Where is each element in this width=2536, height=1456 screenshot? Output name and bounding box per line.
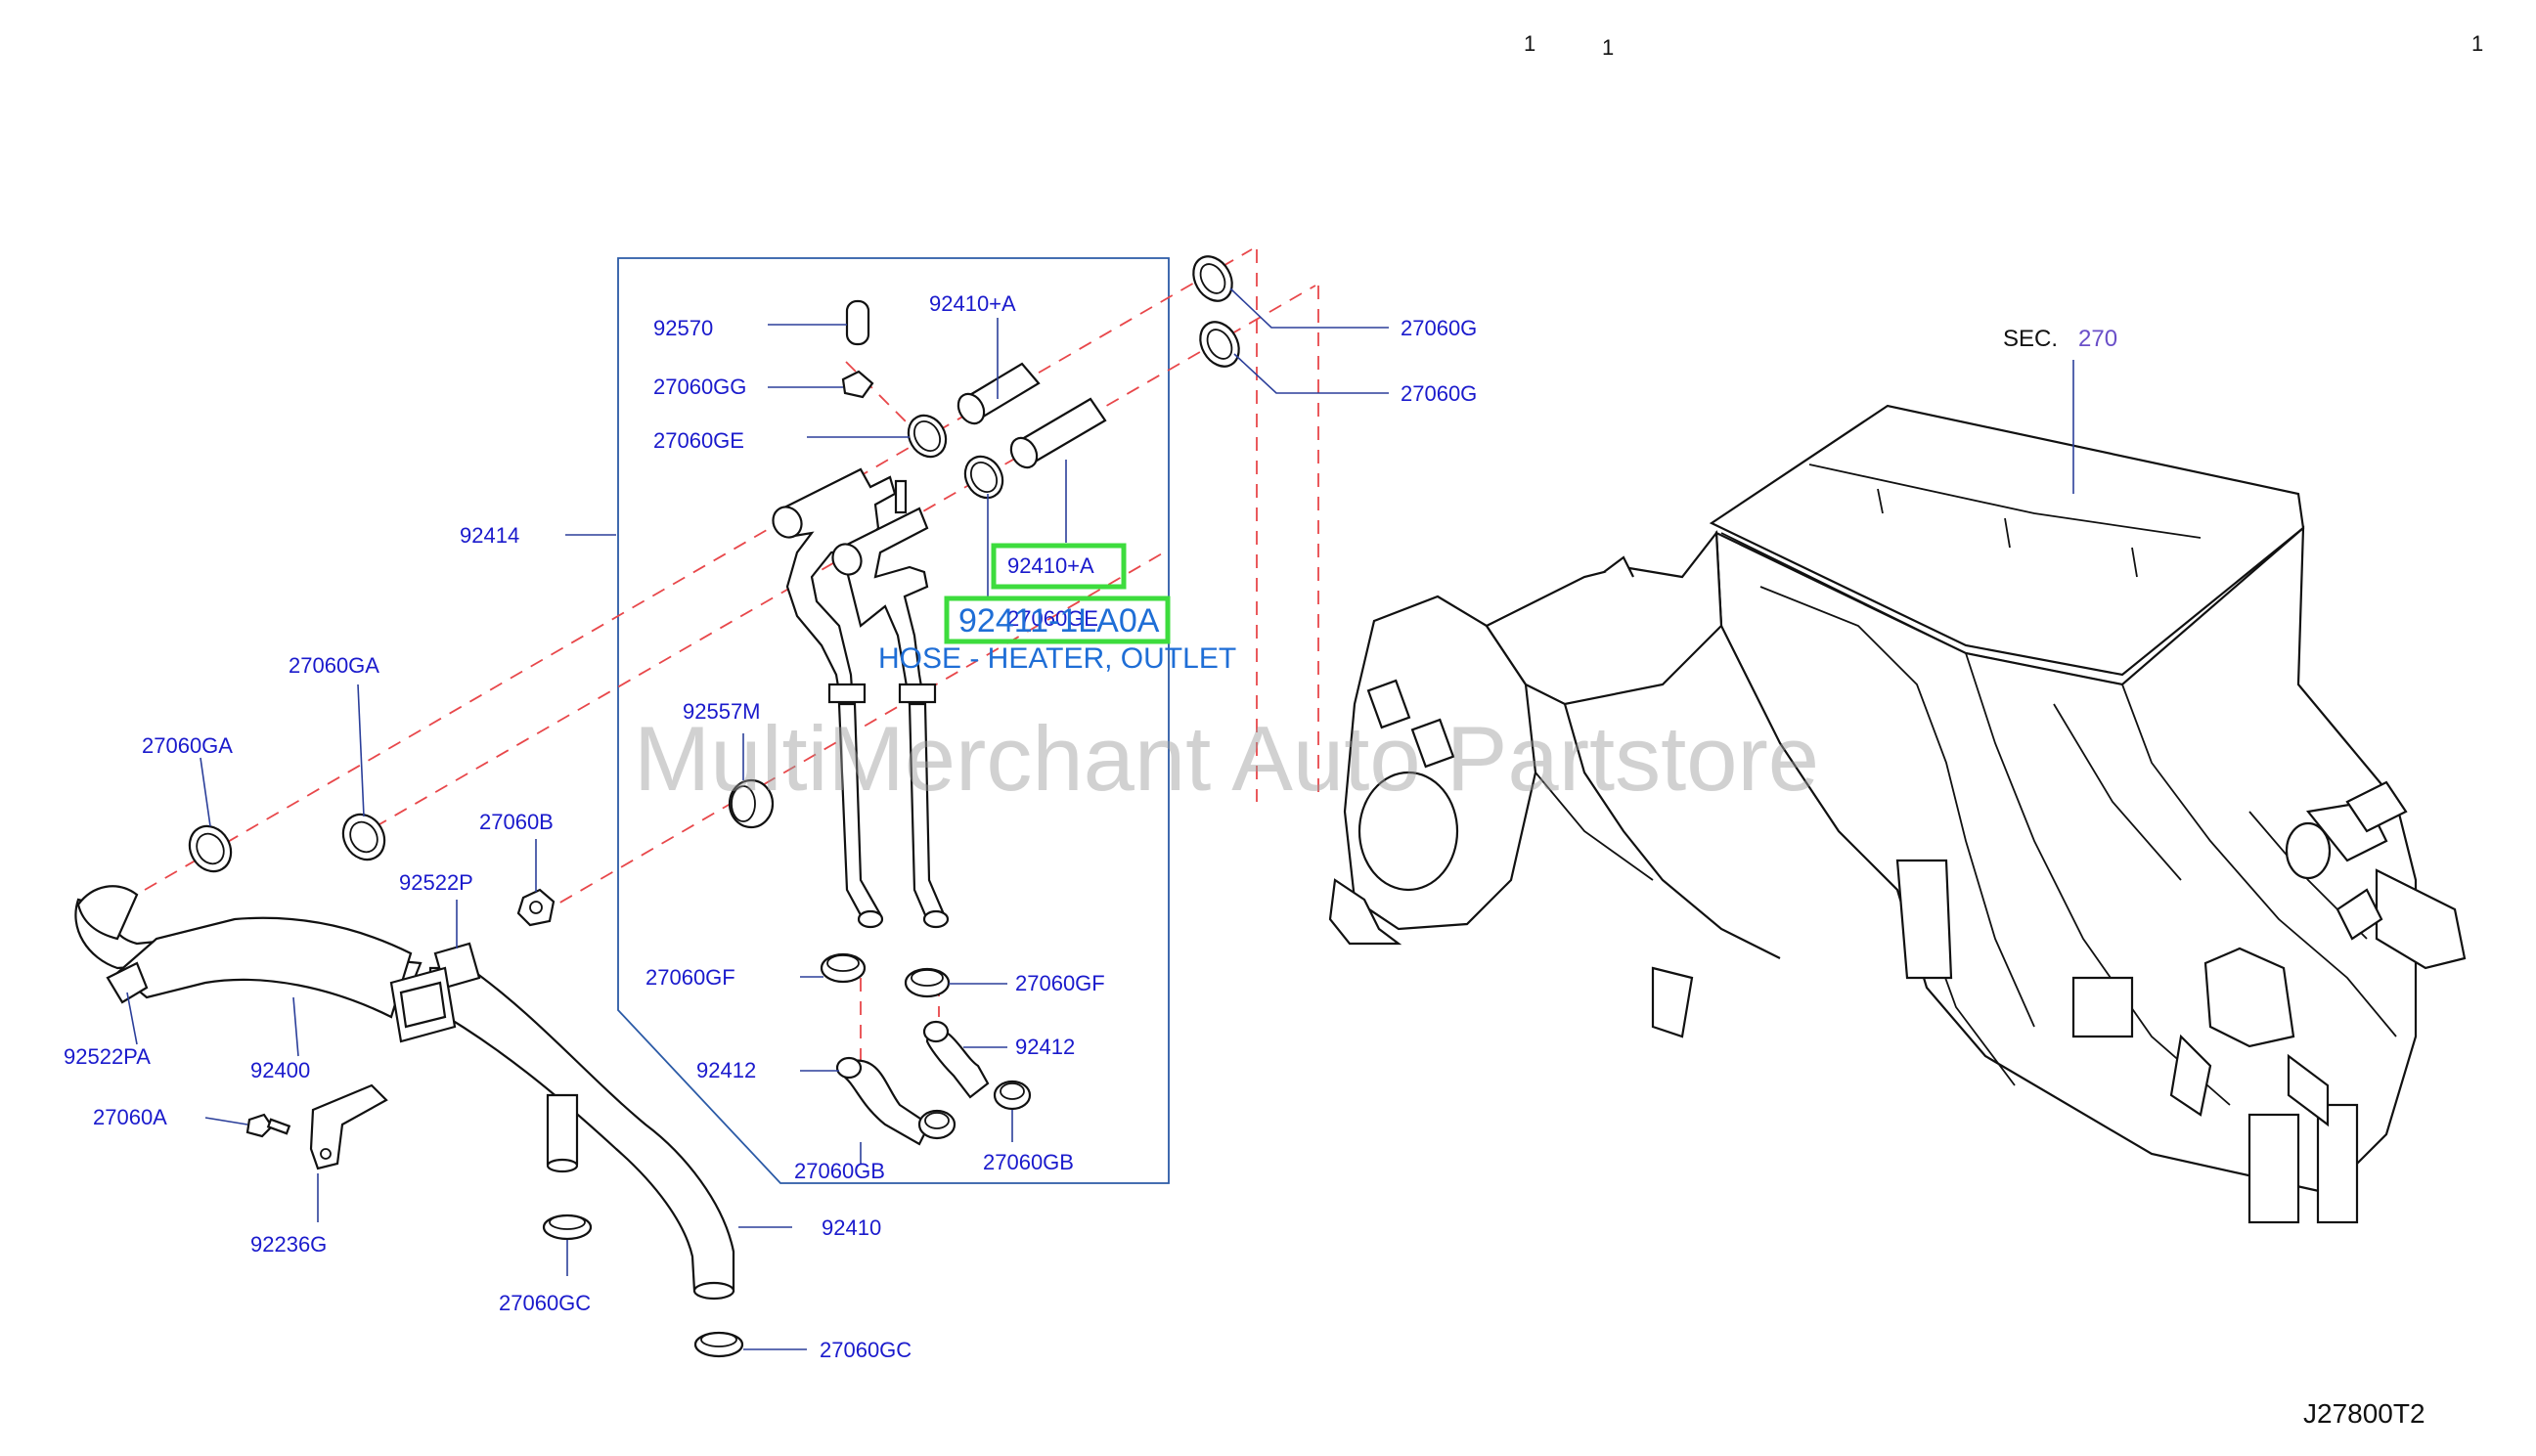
assembly-frame (617, 257, 1170, 1184)
label-27060gb-left: 27060GB (794, 1159, 885, 1183)
label-92414: 92414 (460, 523, 519, 548)
label-27060a: 27060A (93, 1105, 167, 1129)
header-number-2: 1 (1602, 35, 1614, 60)
callout-description: HOSE - HEATER, OUTLET (878, 642, 1236, 675)
label-27060g-2: 27060G (1401, 381, 1477, 406)
label-27060ga-1: 27060GA (289, 653, 379, 678)
label-27060gf-left: 27060GF (645, 965, 735, 990)
header-number-1: 1 (1524, 31, 1535, 56)
part-27060gb-clamps (917, 1080, 1032, 1140)
label-92410a-highlight: 92410+A (1007, 553, 1094, 578)
watermark-text: MultiMerchant Auto Partstore (634, 707, 1819, 810)
diagram-reference-code: J27800T2 (2303, 1398, 2425, 1429)
label-92522p: 92522P (399, 870, 473, 895)
header-number-3: 1 (2471, 31, 2483, 56)
part-27060b-clip (516, 888, 556, 927)
label-27060gc-right: 27060GC (820, 1338, 912, 1362)
label-27060gb-right: 27060GB (983, 1150, 1074, 1174)
section-number: 270 (2078, 326, 2117, 352)
part-92557m-grommet (728, 778, 775, 829)
label-27060ge-highlight: 27060GE (1007, 606, 1098, 631)
part-92522pa-clip (106, 961, 149, 1004)
leader-lines (126, 287, 1389, 1350)
label-92236g: 92236G (250, 1232, 327, 1257)
part-92410a-hose-upper (957, 362, 1107, 469)
part-92522p-clip (389, 942, 481, 1043)
part-27060gg-clip (841, 370, 874, 399)
label-27060gg: 27060GG (653, 375, 746, 399)
label-92400: 92400 (250, 1058, 310, 1082)
part-27060ga-clamps (188, 813, 386, 873)
part-92414-pipe-assembly (772, 467, 950, 929)
callout-part-number[interactable]: 92411-1LA0A (958, 602, 1160, 640)
part-92570-cap (845, 299, 870, 346)
part-27060gc-clamps (542, 1213, 744, 1358)
label-27060ge-left: 27060GE (653, 428, 744, 453)
part-92410-hose (428, 966, 735, 1301)
label-27060gf-right: 27060GF (1015, 971, 1105, 995)
label-27060b: 27060B (479, 810, 554, 834)
label-92410a-top: 92410+A (929, 291, 1016, 316)
label-92570: 92570 (653, 316, 713, 340)
highlight-box-callout (944, 596, 1171, 644)
label-92410: 92410 (822, 1215, 881, 1240)
part-27060ge-clamps (907, 414, 1004, 500)
part-92400-hose (74, 885, 423, 1019)
part-27060a-bolt (245, 1113, 291, 1138)
label-27060g-1: 27060G (1401, 316, 1477, 340)
label-27060gc-left: 27060GC (499, 1291, 591, 1315)
part-27060g-clamps-right (1192, 255, 1240, 368)
part-27060gf-clamps (820, 952, 951, 998)
part-92412-hoses (835, 1020, 990, 1146)
label-92412-left: 92412 (696, 1058, 756, 1082)
highlight-box-92410a (991, 543, 1127, 590)
section-prefix: SEC. (2003, 326, 2058, 352)
part-92236g-bracket (309, 1083, 388, 1170)
label-27060ga-2: 27060GA (142, 733, 233, 758)
label-92412-right: 92412 (1015, 1035, 1075, 1059)
label-92522pa: 92522PA (64, 1044, 151, 1069)
label-92557m: 92557M (683, 699, 761, 724)
hvac-unit (1328, 404, 2467, 1224)
